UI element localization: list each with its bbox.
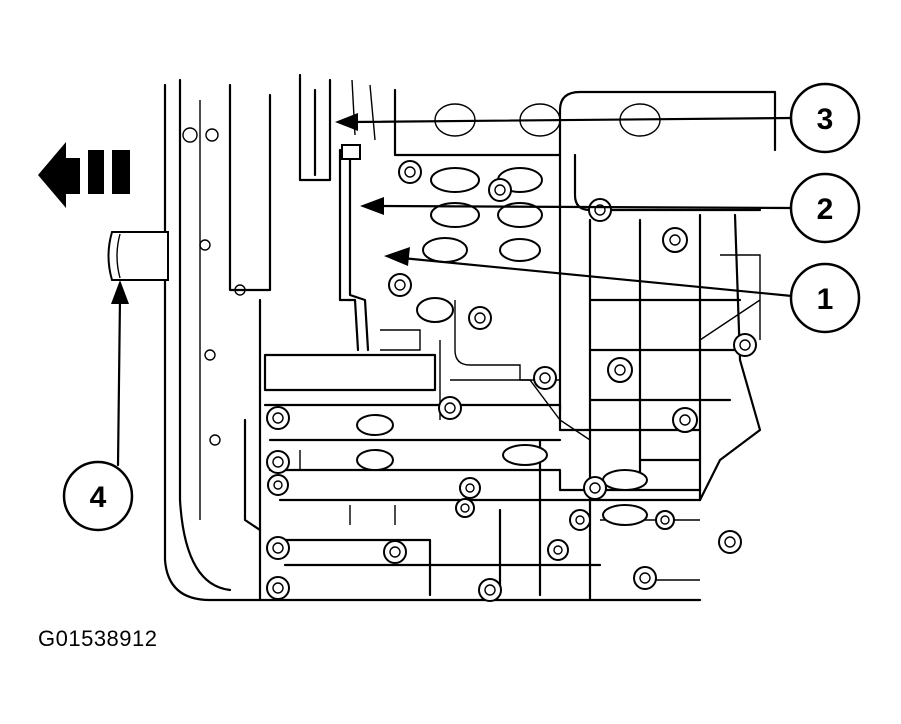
bolt-icon — [398, 160, 422, 184]
bolt-icon — [383, 540, 407, 564]
output-shaft — [107, 231, 169, 281]
bolt-icon — [266, 406, 290, 430]
bolt-icon — [266, 536, 290, 560]
svg-text:1: 1 — [817, 283, 834, 316]
detent-spring — [338, 144, 370, 352]
callout-4: 4 — [62, 460, 134, 532]
direction-arrow-left-icon — [38, 142, 130, 208]
bolt-icon — [733, 333, 757, 357]
svg-text:3: 3 — [817, 103, 834, 136]
bolts — [266, 160, 757, 602]
bolt-icon — [455, 498, 475, 518]
bolt-icon — [633, 566, 657, 590]
bolt-icon — [488, 178, 512, 202]
bolt-icon — [459, 477, 481, 499]
figure-id-label: G01538912 — [38, 626, 158, 651]
leader-lines — [111, 113, 794, 467]
bolt-icon — [655, 510, 675, 530]
callout-circle-icon — [789, 262, 861, 334]
bolt-icon — [672, 407, 698, 433]
bolt-icon — [583, 476, 607, 500]
bolt-icon — [388, 273, 412, 297]
callout-1: 1 — [789, 262, 861, 334]
transmission-case — [163, 78, 702, 602]
bolt-icon — [267, 474, 289, 496]
bolt-icon — [478, 578, 502, 602]
callout-circle-icon — [789, 82, 861, 154]
bolt-icon — [533, 366, 557, 390]
bolt-icon — [588, 198, 612, 222]
bolt-icon — [266, 450, 290, 474]
bolt-icon — [266, 576, 290, 600]
svg-text:2: 2 — [817, 193, 834, 226]
bolt-icon — [607, 357, 633, 383]
bolt-icon — [547, 539, 569, 561]
bolt-icon — [468, 306, 492, 330]
callout-2: 2 — [789, 172, 861, 244]
callout-3: 3 — [789, 82, 861, 154]
callout-circle-icon — [789, 172, 861, 244]
bolt-icon — [662, 227, 688, 253]
valve-body — [243, 153, 762, 602]
valve-spools — [356, 167, 648, 526]
svg-text:4: 4 — [90, 481, 107, 514]
callout-circle-icon — [62, 460, 134, 532]
bolt-icon — [718, 530, 742, 554]
bolt-icon — [569, 509, 591, 531]
bolt-icon — [438, 396, 462, 420]
